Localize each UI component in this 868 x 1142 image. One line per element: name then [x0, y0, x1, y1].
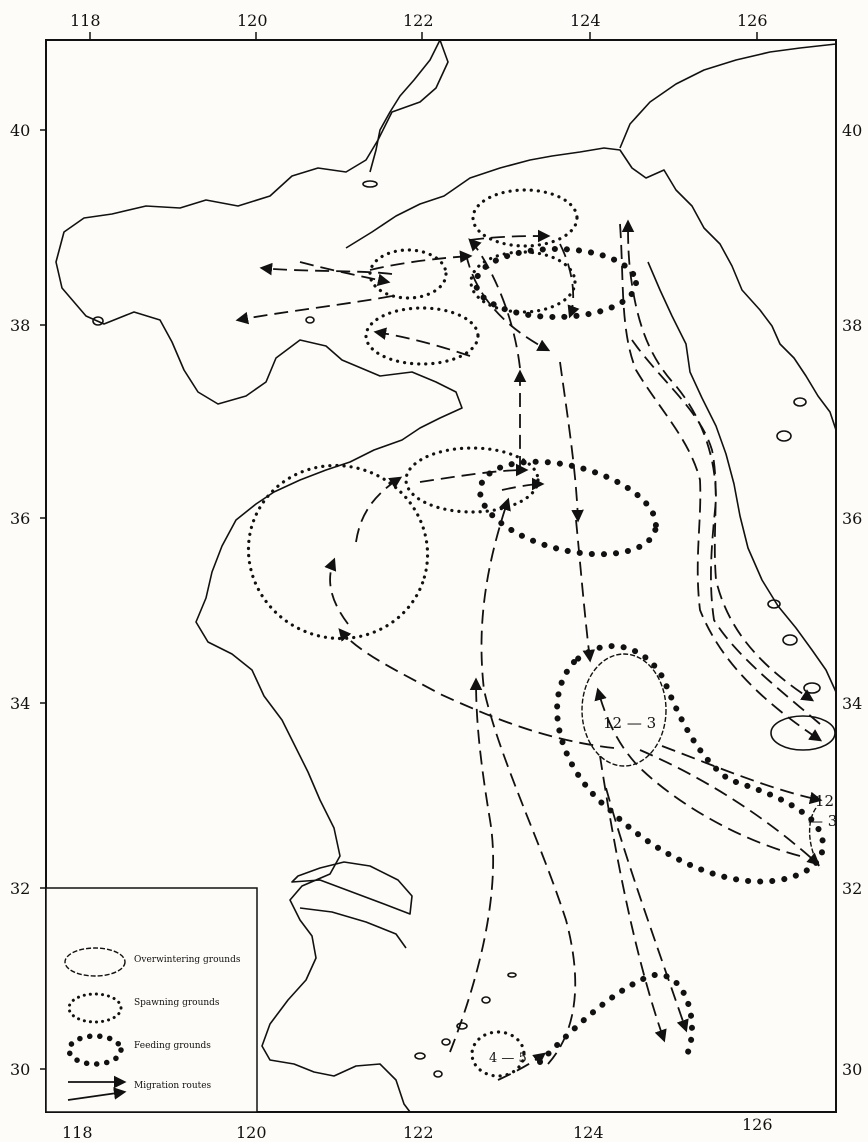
feeding-ground	[554, 643, 826, 885]
migration-route	[324, 557, 349, 625]
yangtze-estuary	[291, 861, 413, 915]
lat-label-right: 40	[842, 121, 862, 140]
legend-box	[45, 887, 258, 1113]
overwinter-period-label-a: 12	[815, 792, 834, 810]
yangtze-bank	[299, 907, 407, 949]
spawning-ground	[368, 248, 448, 300]
lon-label-top: 124	[570, 11, 601, 30]
feeding-ground	[477, 458, 659, 558]
migration-route	[480, 497, 577, 1065]
lat-label-left: 38	[10, 316, 30, 335]
migration-route	[259, 262, 393, 276]
lat-label-left: 36	[10, 509, 30, 528]
lon-label-top: 126	[737, 11, 768, 30]
migration-route	[631, 339, 815, 702]
feeding-ground	[473, 246, 639, 320]
migration-route	[619, 223, 823, 742]
lon-label-top: 122	[403, 11, 434, 30]
lat-label-right: 36	[842, 509, 862, 528]
liaodong-coastline	[345, 147, 837, 431]
spawning-ground	[246, 463, 430, 641]
lon-ticks-top: 118 120 122 124 126	[70, 11, 768, 40]
lon-label-bottom: 120	[236, 1123, 267, 1142]
migration-route	[299, 261, 391, 287]
coastlines	[55, 39, 837, 1113]
migration-route	[559, 361, 584, 523]
migration-route	[419, 463, 529, 483]
spawning-grounds	[246, 188, 579, 1078]
legend-overwintering-symbol	[64, 947, 126, 977]
lat-label-right: 30	[842, 1060, 862, 1079]
spawning-ground	[471, 188, 579, 248]
map-frame	[45, 39, 837, 1113]
lon-label-top: 118	[70, 11, 101, 30]
migration-route	[594, 687, 801, 857]
migration-route	[639, 749, 820, 866]
lat-label-left: 30	[10, 1060, 30, 1079]
lat-label-left: 40	[10, 121, 30, 140]
spawning-ground	[470, 1030, 526, 1078]
lon-label-bottom: 126	[742, 1115, 773, 1134]
china-coastline	[55, 39, 463, 1113]
migration-route	[497, 1052, 547, 1081]
overwintering-ground	[581, 653, 667, 767]
spawning-ground	[404, 446, 540, 514]
legend: Overwintering grounds Spawning grounds F…	[45, 887, 258, 1113]
migration-route	[355, 476, 403, 543]
lon-label-bottom: 124	[573, 1123, 604, 1142]
migration-route	[469, 229, 551, 243]
migration-route	[465, 253, 551, 352]
lat-label-left: 34	[10, 694, 30, 713]
legend-spawning-label: Spawning grounds	[134, 998, 220, 1008]
korea-north-coast	[619, 43, 837, 149]
migration-route	[235, 295, 393, 325]
migration-route	[575, 519, 596, 663]
migration-route	[373, 327, 471, 357]
migration-routes	[235, 219, 823, 1081]
legend-overwintering-label: Overwintering grounds	[134, 955, 241, 965]
migration-route	[605, 787, 689, 1033]
migration-route	[449, 677, 495, 1053]
lat-ticks-right: 40 38 36 34 32 30	[842, 121, 862, 1079]
lat-ticks-left: 40 38 36 34 32 30	[10, 121, 46, 1079]
legend-migration-arrow	[67, 1087, 127, 1101]
migration-route	[599, 755, 667, 1043]
lat-label-left: 32	[10, 879, 30, 898]
korea-west-coast	[647, 261, 837, 693]
migration-route	[338, 628, 615, 749]
feeding-grounds	[473, 246, 826, 1065]
spawning-ground	[364, 306, 480, 366]
migration-route	[468, 238, 521, 369]
lon-label-bottom: 118	[62, 1123, 93, 1142]
legend-feeding-symbol	[66, 1033, 124, 1067]
legend-spawning-symbol	[67, 992, 123, 1024]
legend-feeding-label: Feeding grounds	[134, 1041, 211, 1051]
migration-route	[621, 219, 821, 725]
migration-route	[501, 477, 545, 491]
lat-label-right: 38	[842, 316, 862, 335]
overwinter-period-label-b: — 3	[808, 812, 837, 830]
legend-migration-label: Migration routes	[134, 1081, 212, 1091]
lon-ticks-bottom: 118 120 122 124 126	[62, 1115, 773, 1142]
lat-label-right: 32	[842, 879, 862, 898]
migration-route	[661, 745, 823, 805]
lon-label-top: 120	[237, 11, 268, 30]
spawn-period-label: 4 — 5	[489, 1051, 527, 1066]
lon-label-bottom: 122	[403, 1123, 434, 1142]
spawning-ground	[469, 250, 577, 314]
overwinter-period-label: 12 — 3	[603, 714, 656, 732]
migration-route	[369, 250, 473, 271]
migration-route	[559, 243, 580, 319]
liaodong-peninsula	[369, 39, 441, 173]
feeding-ground	[537, 971, 695, 1065]
islands	[92, 180, 821, 1078]
lat-label-right: 34	[842, 694, 862, 713]
jeju-island	[770, 715, 836, 751]
